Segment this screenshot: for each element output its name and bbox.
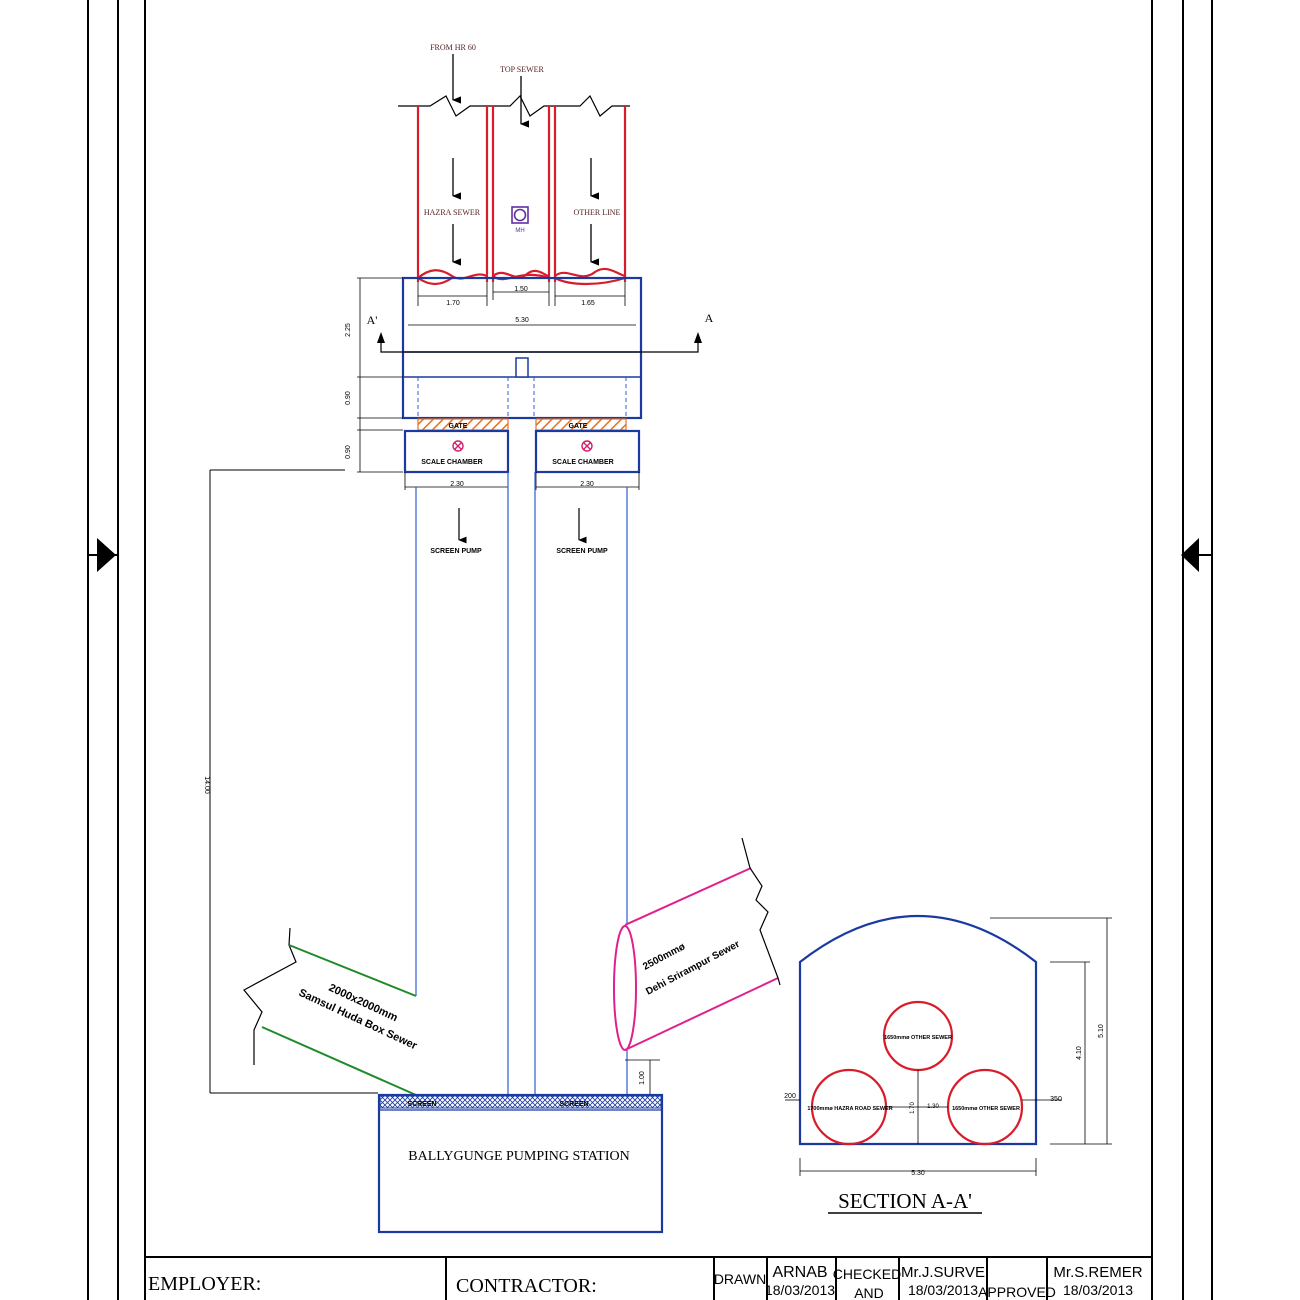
dehi-srirampur-sewer: 2500mmø Dehi Srirampur Sewer <box>613 837 781 1051</box>
screen-pump-left-label: SCREEN PUMP <box>430 548 482 555</box>
sec-dim-510: 5.10 <box>1098 1024 1105 1038</box>
section-mark-right: A <box>705 311 714 325</box>
scale-chamber-left-label: SCALE CHAMBER <box>421 459 482 466</box>
manhole-label: MH <box>515 228 524 234</box>
box-sewer: 2000x2000mm Samsul Huda Box Sewer <box>243 927 419 1096</box>
approved-name: Mr.S.REMER <box>1053 1264 1142 1281</box>
circle-right-label: 1650mmø OTHER SEWER <box>952 1106 1020 1112</box>
approved-date: 18/03/2013 <box>1063 1282 1133 1298</box>
top-sewer-label: TOP SEWER <box>500 65 544 74</box>
hazra-sewer-label: HAZRA SEWER <box>424 208 481 217</box>
channels <box>415 472 628 1095</box>
section-title: SECTION A-A' <box>838 1189 972 1213</box>
overall-height-dimension <box>209 469 378 1094</box>
sec-dim-410: 4.10 <box>1076 1046 1083 1060</box>
checked-label-and: AND <box>854 1285 884 1300</box>
section-a-a: 1650mmø OTHER SEWER 1700mmø HAZRA ROAD S… <box>784 915 1112 1214</box>
title-block: EMPLOYER: CONTRACTOR: DRAWN ARNAB 18/03/… <box>145 1256 1152 1300</box>
gate-left-label: GATE <box>449 423 468 430</box>
checked-name: Mr.J.SURVE <box>901 1264 985 1281</box>
drawn-name: ARNAB <box>772 1264 827 1281</box>
gate-right-label: GATE <box>569 423 588 430</box>
other-line-label: OTHER LINE <box>574 208 621 217</box>
screen-strip <box>379 1095 662 1109</box>
dim-230-a: 2.30 <box>450 481 464 488</box>
drawn-label: DRAWN <box>714 1271 766 1287</box>
drawn-date: 18/03/2013 <box>765 1282 835 1298</box>
dim-230-b: 2.30 <box>580 481 594 488</box>
gates-and-scale-chambers: GATE GATE SCALE CHAMBER SCALE CHAMBER 2.… <box>403 418 641 490</box>
incoming-sewers: FROM HR 60 TOP SEWER HAZRA SEWER OTHER L… <box>398 43 630 286</box>
employer-label: EMPLOYER: <box>148 1273 261 1295</box>
left-center-mark-icon <box>88 538 118 572</box>
sec-dim-170: 1.70 <box>910 1102 916 1114</box>
scale-chamber-marker-icon <box>452 440 464 452</box>
pink-sewer-name-label: Dehi Srirampur Sewer <box>644 939 742 998</box>
dim-1400: 14.00 <box>203 776 210 794</box>
pumping-station: SCREEN SCREEN BALLYGUNGE PUMPING STATION <box>377 1093 664 1234</box>
checked-label: CHECKED <box>833 1266 901 1282</box>
dim-530-plan: 5.30 <box>515 317 529 324</box>
dim-090-b: 0.90 <box>345 445 352 459</box>
sec-dim-530: 5.30 <box>911 1170 925 1177</box>
dim-165: 1.65 <box>581 300 595 307</box>
right-center-mark-icon <box>1181 538 1212 572</box>
dim-170: 1.70 <box>446 300 460 307</box>
screen-right-label: SCREEN <box>559 1101 588 1108</box>
sec-dim-350: 350 <box>1050 1096 1062 1103</box>
sec-dim-130: 1.30 <box>927 1104 939 1110</box>
scale-chamber-marker-icon <box>581 440 593 452</box>
section-mark-left: A' <box>367 313 378 327</box>
inlet-chamber: 1.70 1.50 1.65 5.30 A' A 2.25 0.90 0.90 <box>345 276 714 473</box>
pumping-station-label: BALLYGUNGE PUMPING STATION <box>408 1149 629 1164</box>
manhole-icon <box>511 206 529 224</box>
scale-chamber-right-label: SCALE CHAMBER <box>552 459 613 466</box>
checked-date: 18/03/2013 <box>908 1282 978 1298</box>
dim-090-a: 0.90 <box>345 391 352 405</box>
screen-pump-right-label: SCREEN PUMP <box>556 548 608 555</box>
approved-label: APPROVED <box>978 1284 1056 1300</box>
circle-left-label: 1700mmø HAZRA ROAD SEWER <box>807 1106 892 1112</box>
circle-top-label: 1650mmø OTHER SEWER <box>884 1035 952 1041</box>
from-hr60-label: FROM HR 60 <box>430 43 476 52</box>
dim-100: 1.00 <box>639 1071 646 1085</box>
sec-dim-200: 200 <box>784 1093 796 1100</box>
screen-left-label: SCREEN <box>407 1101 436 1108</box>
dim-150: 1.50 <box>514 286 528 293</box>
contractor-label: CONTRACTOR: <box>456 1275 597 1297</box>
sheet-frame <box>87 0 1213 1300</box>
dim-225: 2.25 <box>345 323 352 337</box>
